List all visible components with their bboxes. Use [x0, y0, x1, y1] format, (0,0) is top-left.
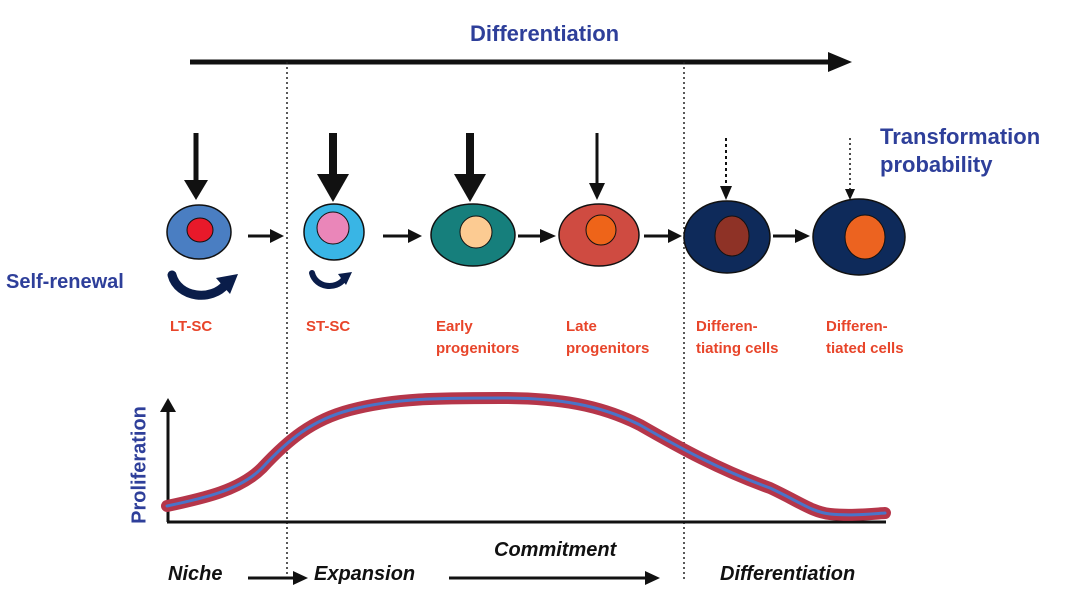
self-renewal-arrow-large [167, 270, 238, 300]
cell-early-progenitors [430, 203, 516, 267]
transformation-arrow-6 [845, 138, 855, 200]
cell-differentiating [683, 200, 771, 274]
cell-arrow-4 [644, 229, 682, 243]
proliferation-axis-label: Proliferation [128, 406, 151, 524]
stage-commitment: Commitment [494, 539, 617, 561]
self-renewal-label: Self-renewal [6, 271, 124, 293]
cell-label-lt-sc: LT-SC [170, 318, 213, 335]
cell-label-differentiated: Differen-tiated cells [826, 318, 904, 357]
cell-arrow-3 [518, 229, 556, 243]
transformation-label-line1: Transformation [880, 124, 1041, 149]
differentiation-arrow [190, 52, 852, 72]
cell-late-progenitors [558, 203, 640, 267]
stage-niche: Niche [168, 563, 223, 585]
cell-label-st-sc: ST-SC [306, 318, 351, 335]
proliferation-curve [161, 391, 891, 521]
cell-differentiated [812, 198, 906, 276]
niche-arrow [248, 571, 308, 585]
commitment-arrow [449, 571, 660, 585]
transformation-arrow-4 [589, 133, 605, 200]
cell-st-sc [303, 203, 365, 261]
cell-arrow-5 [773, 229, 810, 243]
stage-expansion: Expansion [314, 563, 416, 585]
transformation-arrow-1 [184, 133, 208, 200]
transformation-arrow-2 [317, 133, 349, 202]
cell-arrow-1 [248, 229, 284, 243]
cell-label-differentiating: Differen-tiating cells [696, 318, 779, 357]
cell-arrow-2 [383, 229, 422, 243]
cell-lt-sc [166, 204, 232, 260]
differentiation-title: Differentiation [470, 21, 620, 46]
transformation-arrow-5 [720, 138, 732, 200]
self-renewal-arrow-small [309, 270, 352, 289]
transformation-arrow-3 [454, 133, 486, 202]
stage-differentiation: Differentiation [720, 563, 856, 585]
transformation-label-line2: probability [880, 152, 993, 177]
